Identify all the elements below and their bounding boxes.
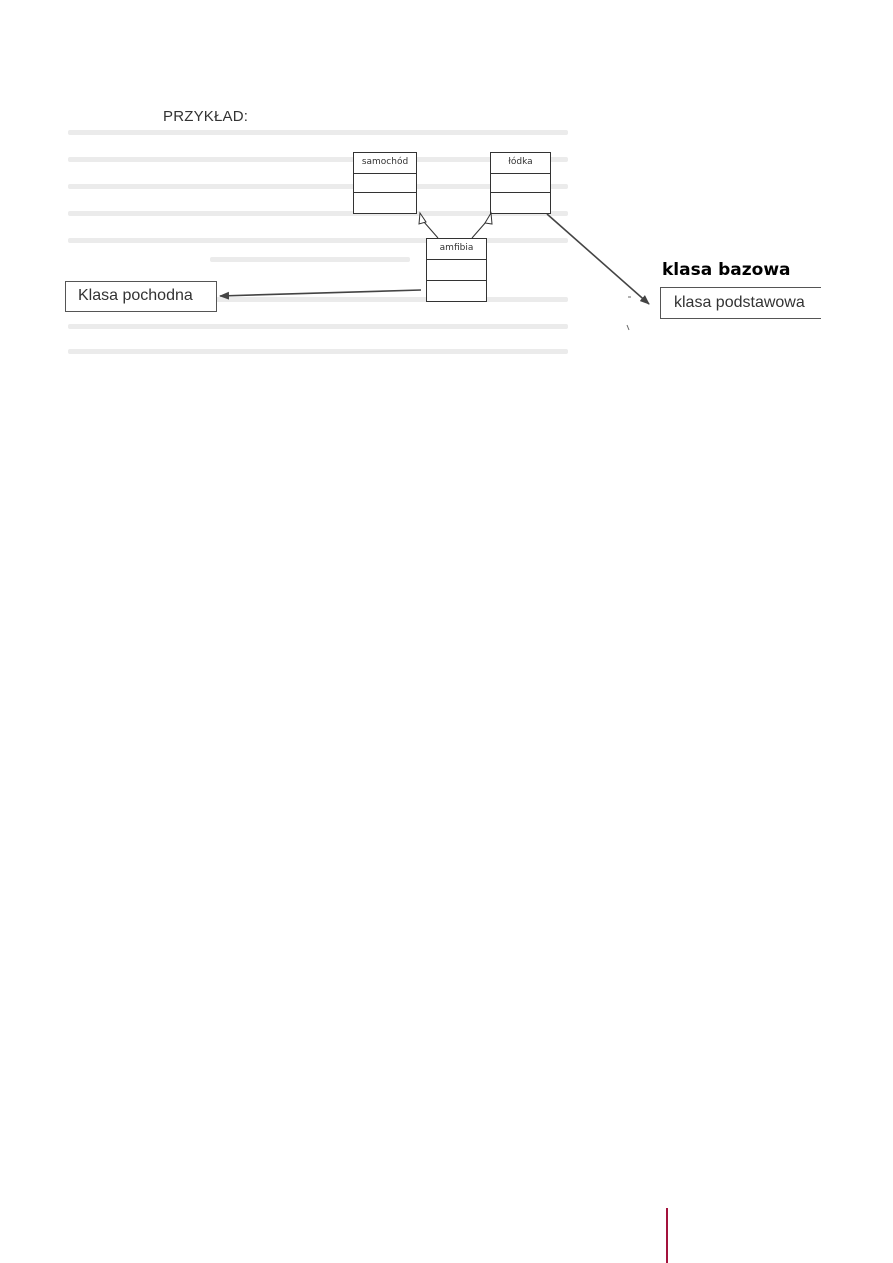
uml-attributes-compartment: [491, 174, 550, 193]
derived-class-text: Klasa pochodna: [78, 287, 193, 304]
uml-class-name: samochód: [354, 153, 416, 174]
uml-class-name: amfibia: [427, 239, 486, 260]
inheritance-arrow-to-samochod: [418, 211, 439, 239]
derived-class-label: Klasa pochodna: [65, 281, 217, 312]
derived-class-arrow: [219, 289, 422, 300]
uml-class-samochod: samochód: [353, 152, 417, 214]
base-class-arrow: [546, 213, 650, 305]
inheritance-arrow-to-lodka: [471, 211, 493, 239]
diagram-connectors: [219, 211, 650, 331]
uml-attributes-compartment: [354, 174, 416, 193]
uml-class-lodka: łódka: [490, 152, 551, 214]
base-class-text: klasa podstawowa: [674, 294, 805, 311]
uml-attributes-compartment: [427, 260, 486, 281]
base-class-label: klasa podstawowa: [660, 287, 821, 319]
uml-class-amfibia: amfibia: [426, 238, 487, 302]
uml-class-name: łódka: [491, 153, 550, 174]
base-class-title: klasa bazowa: [662, 260, 791, 280]
example-heading: PRZYKŁAD:: [163, 108, 249, 125]
footer-accent-bar: [666, 1208, 668, 1263]
